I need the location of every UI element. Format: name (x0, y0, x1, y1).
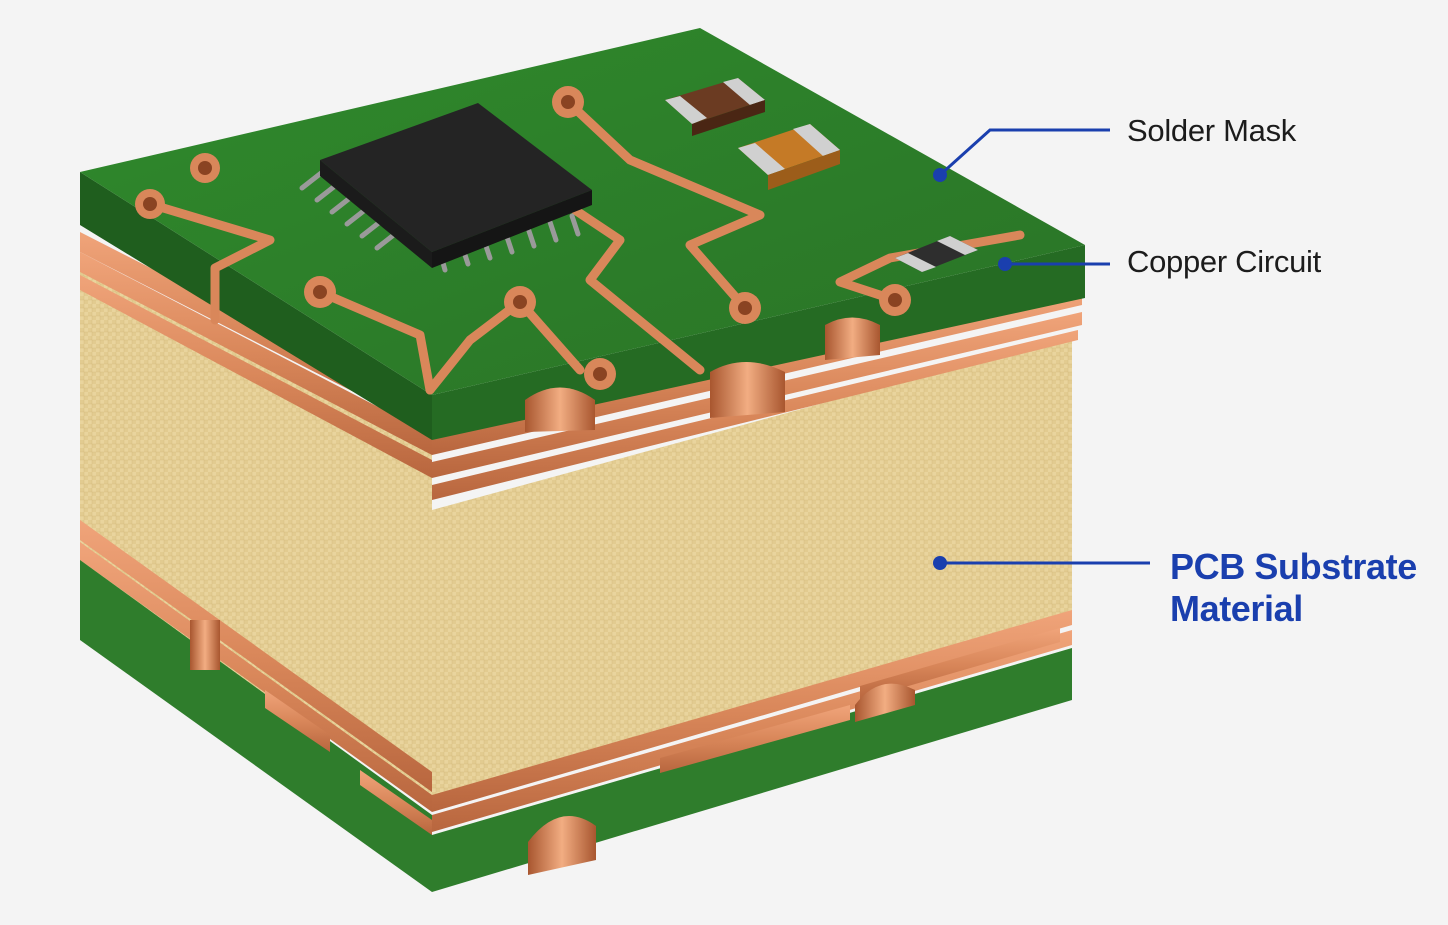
callout-dot-substrate (933, 556, 947, 570)
callout-lines (938, 128, 1150, 565)
callout-dot-solder-mask (933, 168, 947, 182)
callout-dots (933, 168, 1012, 570)
edge-vias (525, 317, 880, 432)
label-pcb-substrate-line2: Material (1170, 588, 1303, 629)
label-pcb-substrate: PCB Substrate Material (1170, 546, 1417, 630)
callout-solder-mask (938, 128, 1110, 177)
via-pads (135, 86, 911, 390)
smd-component-icon (665, 78, 978, 272)
label-solder-mask: Solder Mask (1127, 113, 1296, 148)
label-pcb-substrate-line1: PCB Substrate (1170, 546, 1417, 587)
callout-dot-copper-circuit (998, 257, 1012, 271)
qfp-chip-icon (299, 103, 592, 273)
label-copper-circuit: Copper Circuit (1127, 244, 1321, 279)
